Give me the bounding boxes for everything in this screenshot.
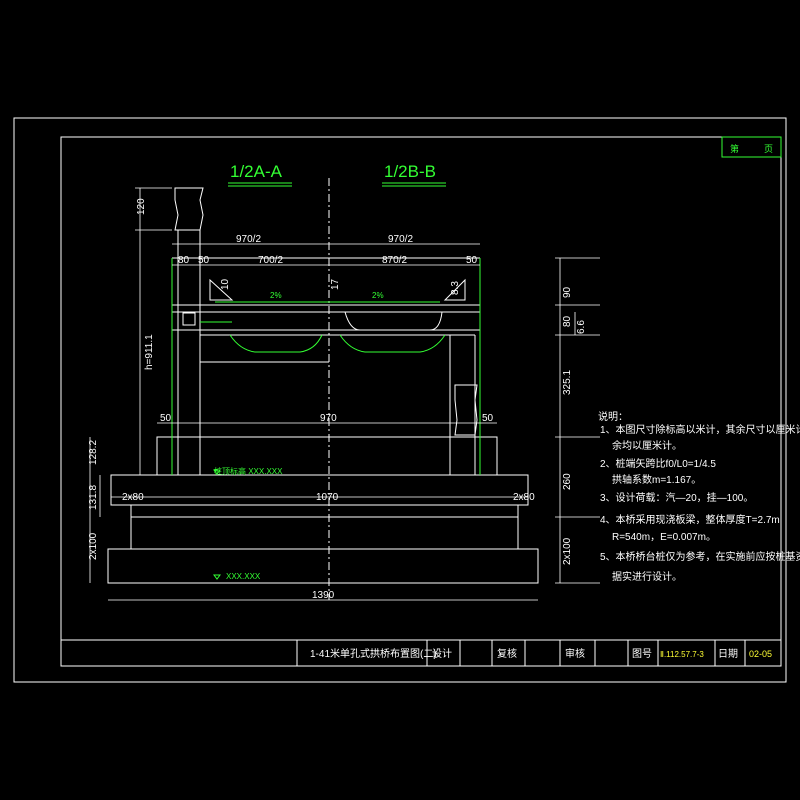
note-line: 余均以厘米计。 — [612, 439, 682, 452]
review-label: 审核 — [565, 647, 585, 660]
inner-frame — [60, 136, 782, 667]
title-block: 1-41米单孔式拱桥布置图(二) 设计 复核 审核 图号 Ⅱ.112.57.7-… — [61, 639, 781, 666]
elevation-bottom: XXX.XXX — [226, 572, 261, 581]
dim-footing-width: 1070 — [316, 492, 339, 503]
dim-half-left: 970/2 — [236, 234, 261, 245]
section-title-left: 1/2A-A — [230, 162, 283, 181]
dim-right-2x100: 2x100 — [562, 537, 573, 565]
date-value: 02-05 — [749, 649, 772, 659]
slope-right: 2% — [372, 291, 384, 300]
note-line: 拱轴系数m=1.167。 — [612, 473, 701, 486]
left-post — [174, 187, 204, 475]
dim-small-83: 8.3 — [450, 281, 461, 295]
note-line: 1、本图尺寸除标高以米计，其余尺寸以厘米计外， — [600, 423, 800, 436]
dim-footing-left: 2x80 — [122, 492, 144, 503]
foundation-1 — [130, 516, 519, 550]
dim-cap-left: 50 — [160, 413, 172, 424]
dim-span-right: 870/2 — [382, 255, 407, 266]
dim-curb-80: 80 — [178, 255, 190, 266]
dim-curb-50: 50 — [198, 255, 210, 266]
outer-border — [13, 117, 787, 683]
elevation-pile-top: 桩顶标高 XXX.XXX — [214, 466, 283, 476]
note-line: 4、本桥采用现浇板梁，整体厚度T=2.7m — [600, 513, 780, 526]
dim-small-10: 10 — [220, 278, 231, 290]
dim-left-2x100: 2x100 — [88, 532, 99, 560]
note-line: 5、本桥桥台桩仅为参考，在实施前应按桩基资料 — [600, 550, 800, 563]
slope-left: 2% — [270, 291, 282, 300]
drawing-no: Ⅱ.112.57.7-3 — [660, 650, 704, 659]
drawing-title: 1-41米单孔式拱桥布置图(二) — [310, 647, 437, 660]
dim-cap-right: 50 — [482, 413, 494, 424]
dim-half-right: 970/2 — [388, 234, 413, 245]
page-label-right: 页 — [764, 144, 773, 154]
note-line: R=540m，E=0.007m。 — [612, 532, 716, 543]
foundation-2 — [107, 548, 539, 584]
dim-left-1318: 131.8 — [88, 485, 99, 510]
dim-height-911: h=911.1 — [144, 334, 155, 370]
dimension-lines — [89, 187, 600, 601]
drawing-no-label: 图号 — [632, 648, 652, 660]
cap-beam — [156, 436, 498, 476]
note-line: 2、桩端矢跨比f0/L0=1/4.5 — [600, 457, 716, 470]
design-label: 设计 — [432, 647, 452, 660]
note-line: 3、设计荷载：汽—20，挂—100。 — [600, 491, 753, 504]
page-label-left: 第 — [730, 143, 739, 154]
dim-right-90: 90 — [562, 286, 573, 298]
deck — [172, 257, 480, 363]
dim-footing-right: 2x80 — [513, 492, 535, 503]
dim-right-curb: 50 — [466, 255, 478, 266]
dim-right-3251: 325.1 — [562, 370, 573, 395]
dim-left-1282: 128.2 — [88, 440, 99, 465]
dim-right-66: 6.6 — [576, 320, 587, 334]
right-post — [449, 335, 478, 475]
notes: 说明： 1、本图尺寸除标高以米计，其余尺寸以厘米计外， 余均以厘米计。 2、桩端… — [598, 410, 800, 583]
notes-heading: 说明： — [598, 410, 628, 423]
dim-small-17: 17 — [330, 278, 341, 290]
section-title-right: 1/2B-B — [384, 162, 436, 181]
dim-right-260: 260 — [562, 473, 573, 490]
dim-right-80: 80 — [562, 315, 573, 327]
page-number-box: 第 页 — [721, 136, 782, 158]
note-line: 据实进行设计。 — [612, 570, 682, 583]
dim-span-left: 700/2 — [258, 255, 283, 266]
date-label: 日期 — [718, 648, 738, 660]
check-label: 复核 — [497, 647, 517, 660]
dim-base-width: 1390 — [312, 590, 335, 601]
dim-top-height: 120 — [136, 198, 147, 215]
dim-cap-width: 970 — [320, 413, 337, 424]
